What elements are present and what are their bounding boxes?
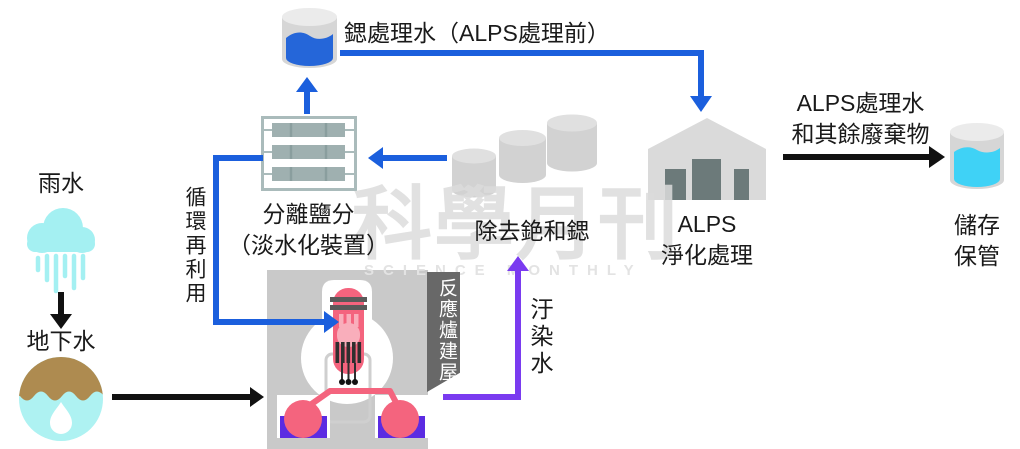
arrowhead-into-reactor-building <box>250 387 264 407</box>
recycle-path-top <box>213 155 263 161</box>
recycle-path-vertical <box>213 155 219 325</box>
arrowhead-into-reactor <box>324 311 339 333</box>
arrow-rain-to-groundwater <box>58 292 64 316</box>
contaminated-path-vertical <box>515 270 521 400</box>
groundwater-label: 地下水 <box>26 328 96 354</box>
alps-label-en: ALPS <box>677 211 737 237</box>
alps-output-line1: ALPS處理水 <box>796 90 925 116</box>
alps-label-zh: 淨化處理 <box>661 242 753 268</box>
storage-label: 儲存 保管 <box>937 210 1017 272</box>
alps-label: ALPS 淨化處理 <box>647 209 767 271</box>
groundwater-icon <box>19 357 103 441</box>
alps-output-label: ALPS處理水 和其餘廢棄物 <box>778 88 943 150</box>
arrowhead-into-desalination <box>368 147 383 169</box>
rain-label: 雨水 <box>38 170 84 196</box>
alps-building-icon <box>648 118 766 200</box>
path-tank-to-alps-horizontal <box>340 50 704 56</box>
desalination-label: 分離鹽分 （淡水化裝置） <box>226 199 391 261</box>
storage-label-line2: 保管 <box>954 243 1000 269</box>
reactor-building-icon <box>267 270 428 449</box>
arrow-desalination-to-tank <box>304 92 310 114</box>
contaminated-path-horizontal <box>443 394 521 400</box>
cesium-strontium-label: 除去銫和鍶 <box>474 218 590 244</box>
arrowhead-up-to-tank <box>296 77 318 92</box>
contaminated-water-label: 汙染水 <box>527 297 553 378</box>
arrow-tanks-to-desalination <box>383 155 447 161</box>
alps-output-line2: 和其餘廢棄物 <box>791 121 930 147</box>
arrowhead-up-to-tanks <box>507 256 529 271</box>
cesium-strontium-tanks-icon <box>452 114 597 198</box>
reactor-banner-label: 反應爐建屋 <box>436 278 457 383</box>
recycle-path-bottom <box>213 319 325 325</box>
storage-tank-icon <box>950 123 1004 189</box>
storage-label-line1: 儲存 <box>954 212 1000 238</box>
path-tank-to-alps-vertical <box>698 50 704 98</box>
desalination-device-icon <box>261 116 357 191</box>
arrowhead-into-storage <box>929 146 945 168</box>
arrow-alps-to-storage <box>783 154 929 160</box>
recycle-label: 循環再利用 <box>183 186 206 306</box>
arrow-groundwater-to-reactor <box>112 394 250 400</box>
reactor-banner <box>427 272 460 392</box>
strontium-tank-icon <box>282 8 337 68</box>
arrowhead-down-to-groundwater <box>50 314 72 329</box>
strontium-tank-label: 鍶處理水（ALPS處理前） <box>344 20 610 46</box>
arrowhead-into-alps <box>690 96 712 112</box>
rain-cloud-icon <box>27 208 95 294</box>
desalination-label-line1: 分離鹽分 <box>262 201 355 227</box>
desalination-label-line2: （淡水化裝置） <box>228 232 389 258</box>
